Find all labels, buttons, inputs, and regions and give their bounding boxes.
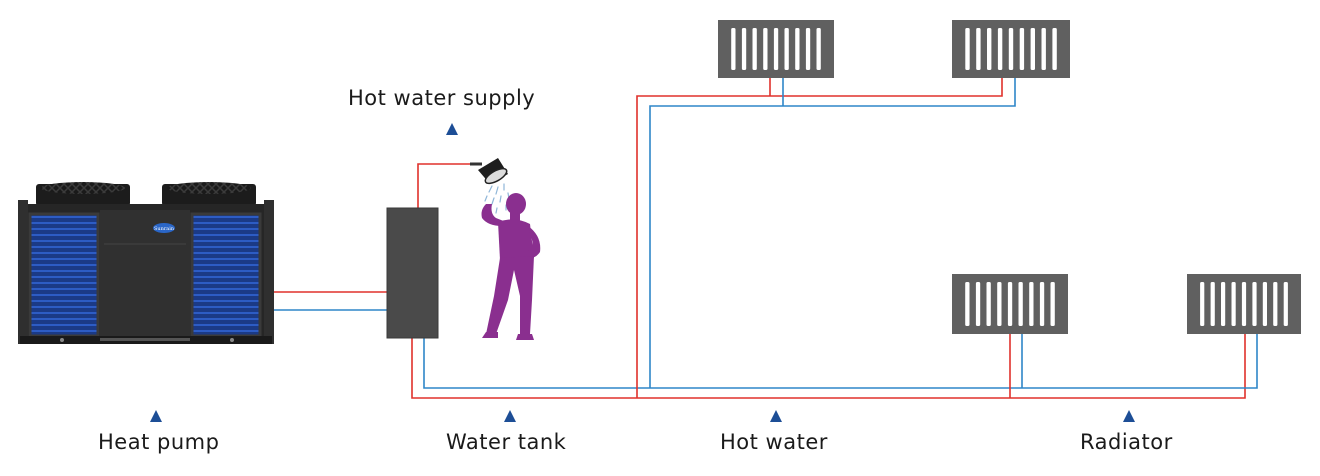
- markers: [150, 123, 1135, 422]
- hot-pipe-tank-shower: [417, 163, 470, 208]
- label-hot-water: Hot water: [720, 430, 828, 454]
- radiators: [718, 20, 1301, 334]
- hot-pipe-main: [411, 334, 1246, 399]
- radiator-icon: [718, 20, 834, 78]
- label-hot-water-supply: Hot water supply: [348, 86, 536, 110]
- radiator-icon: [952, 274, 1068, 334]
- label-water-tank: Water tank: [446, 430, 567, 454]
- label-heat-pump: Heat pump: [98, 430, 220, 454]
- pipe-network: [268, 78, 1258, 399]
- label-radiator: Radiator: [1080, 430, 1173, 454]
- cold-pipe-main: [423, 334, 1258, 389]
- svg-text:Sunrain: Sunrain: [154, 226, 175, 232]
- triangle-marker-icon: [446, 123, 458, 135]
- triangle-marker-icon: [1123, 410, 1135, 422]
- triangle-marker-icon: [504, 410, 516, 422]
- radiator-icon: [1187, 274, 1301, 334]
- shower-head-icon: [470, 158, 510, 215]
- triangle-marker-icon: [150, 410, 162, 422]
- hot-pipe-riser: [636, 78, 1003, 398]
- triangle-marker-icon: [770, 410, 782, 422]
- radiator-icon: [952, 20, 1070, 78]
- water-tank-icon: [386, 207, 439, 339]
- cold-pipe-riser: [649, 78, 1016, 388]
- person-icon: [481, 193, 541, 340]
- heat-pump-icon: Sunrain: [18, 182, 274, 344]
